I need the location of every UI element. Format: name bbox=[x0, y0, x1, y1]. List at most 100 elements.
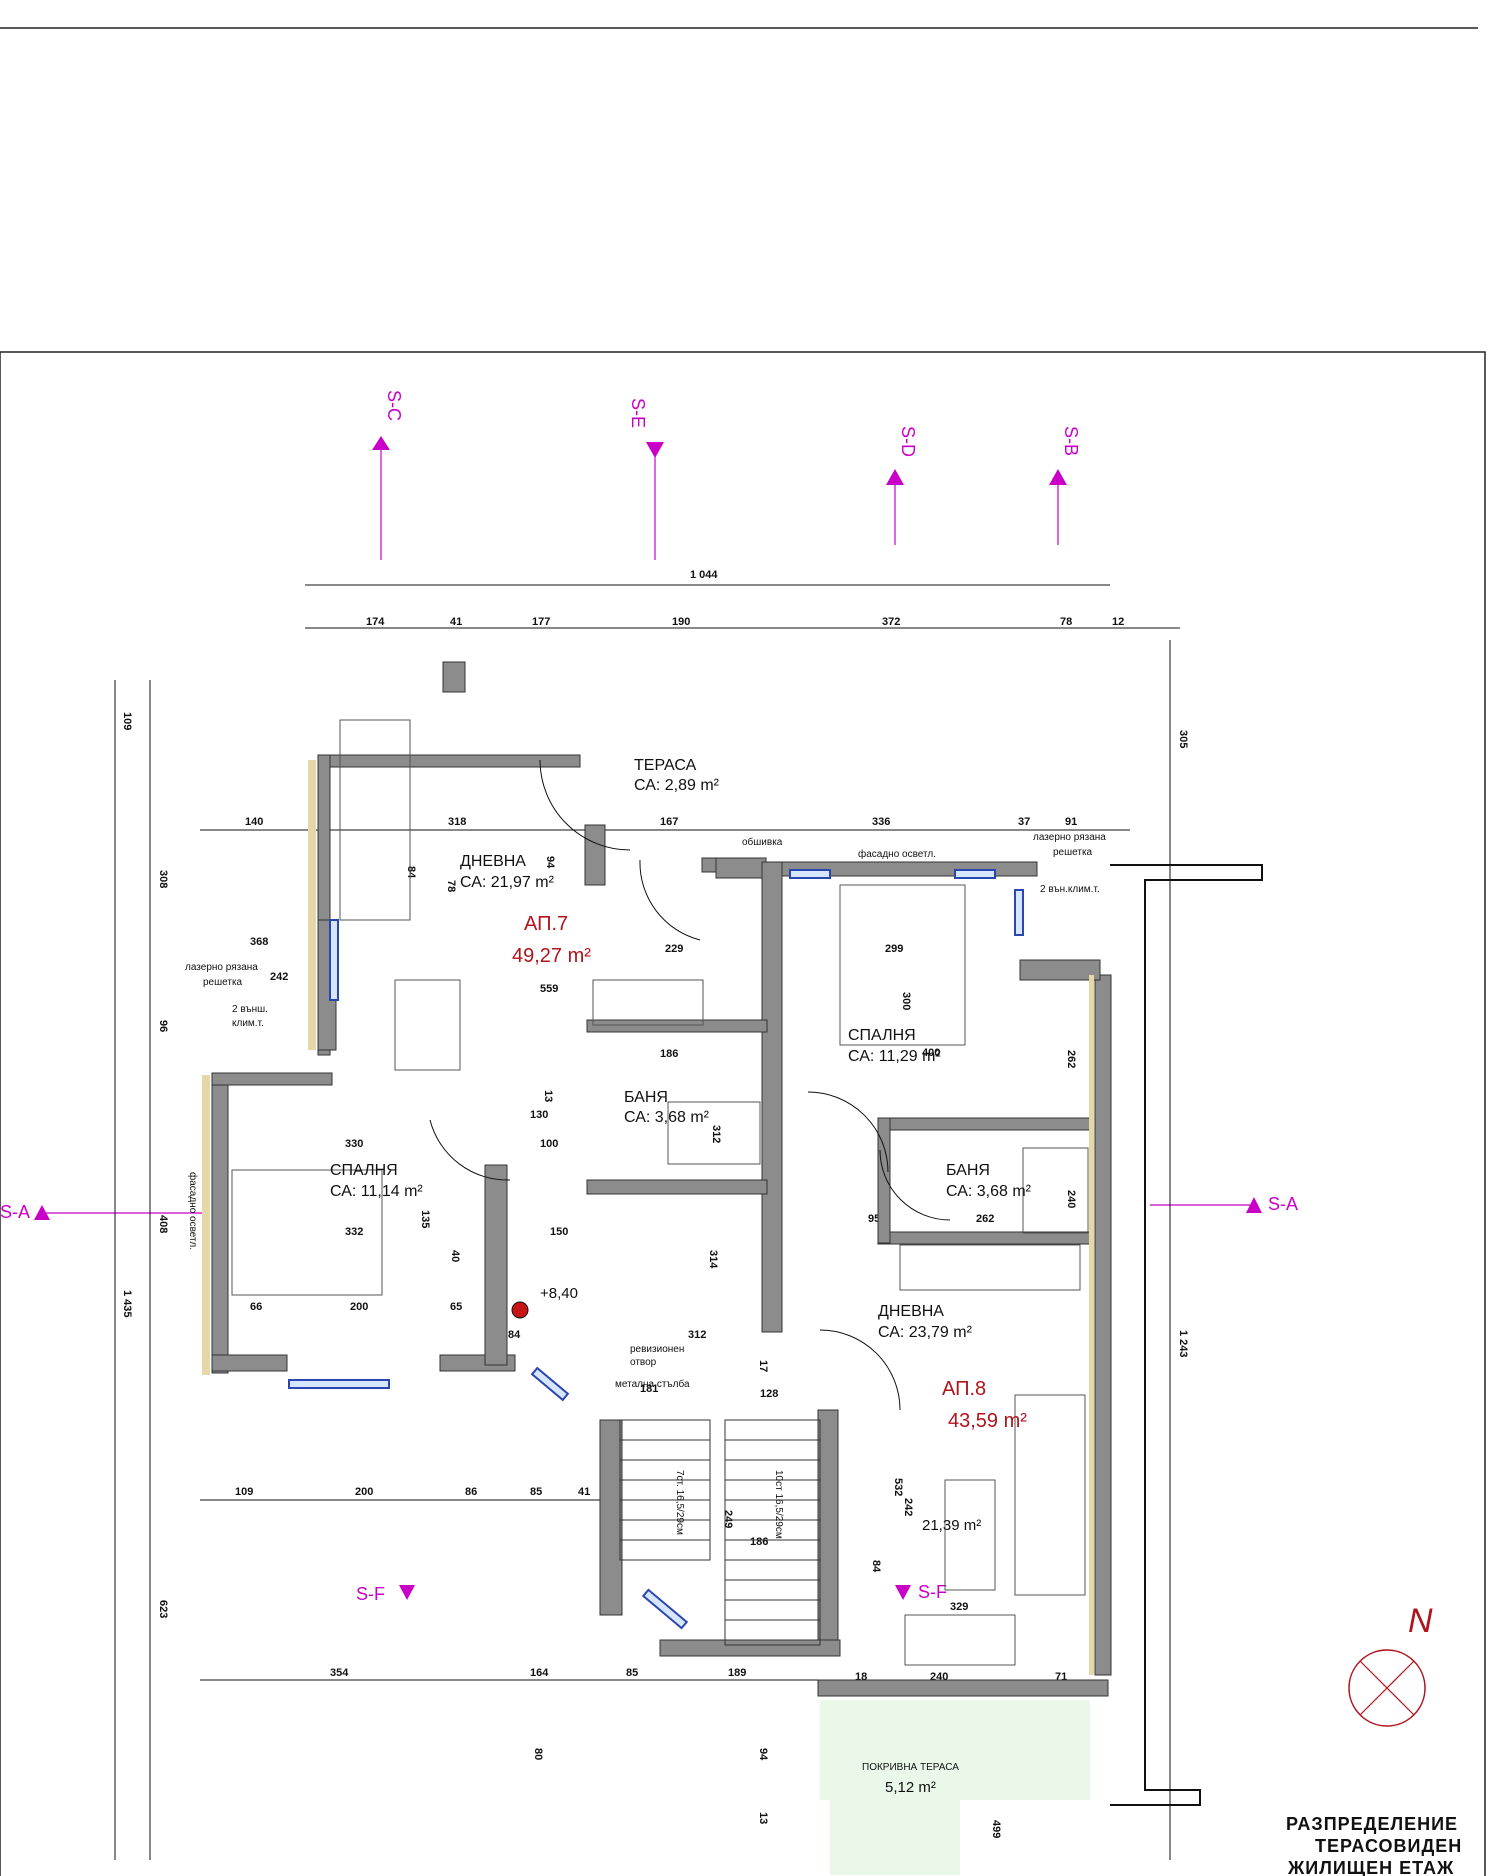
dim-misc: 312 bbox=[688, 1329, 706, 1341]
section-sc-label: S-C bbox=[384, 390, 404, 421]
dim-misc: 80 bbox=[532, 1748, 544, 1760]
terrace7-area: СА: 2,89 m² bbox=[634, 777, 720, 794]
dim-left-2: 308 bbox=[157, 870, 169, 888]
title-line-2: ТЕРАСОВИДЕН bbox=[1315, 1836, 1462, 1856]
dim-misc: 181 bbox=[640, 1383, 658, 1395]
roof-terrace-area: 5,12 m² bbox=[885, 1779, 936, 1796]
bed7-left-name: СПАЛНЯ bbox=[330, 1162, 398, 1179]
dim-misc: 100 bbox=[540, 1138, 558, 1150]
dim-mid-2: 200 bbox=[355, 1486, 373, 1498]
laser-left-2: решетка bbox=[203, 977, 243, 988]
dim-left-5: 623 bbox=[157, 1600, 169, 1618]
dining-right bbox=[904, 1614, 1016, 1666]
dim-misc: 314 bbox=[707, 1250, 719, 1269]
insulation bbox=[202, 760, 1094, 1675]
laser-right-2: решетка bbox=[1053, 847, 1093, 858]
dim-top-2: 41 bbox=[450, 616, 462, 628]
wall-right-outer bbox=[1094, 974, 1112, 1676]
laser-left-1: лазерно рязана bbox=[185, 962, 258, 973]
dim-misc: 65 bbox=[450, 1301, 462, 1313]
north-compass-icon bbox=[1348, 1649, 1426, 1727]
bed-top bbox=[839, 884, 966, 1046]
apt7-area: 49,27 m² bbox=[512, 945, 591, 967]
dim-misc: 240 bbox=[1065, 1190, 1077, 1208]
living7-area: СА: 21,97 m² bbox=[460, 874, 555, 891]
dim-misc: 262 bbox=[1065, 1050, 1077, 1068]
dim-misc: 66 bbox=[250, 1301, 262, 1313]
dim-mid-5: 41 bbox=[578, 1486, 590, 1498]
dim-misc: 84 bbox=[870, 1560, 882, 1573]
dim-misc: 94 bbox=[544, 856, 556, 869]
right-balcony-outline bbox=[1110, 864, 1263, 1806]
dim-misc: 135 bbox=[419, 1210, 431, 1228]
kitchen-left bbox=[592, 979, 704, 1026]
dim-right-1: 305 bbox=[1177, 730, 1189, 748]
dim-bottom-4: 189 bbox=[728, 1667, 746, 1679]
dim-left-3: 96 bbox=[157, 1020, 169, 1032]
dim-right-2: 1 243 bbox=[1177, 1330, 1189, 1358]
dim-misc: 332 bbox=[345, 1226, 363, 1238]
living8-area: СА: 23,79 m² bbox=[878, 1324, 973, 1341]
dim-row2-1: 140 bbox=[245, 816, 263, 828]
dim-misc: 128 bbox=[760, 1388, 778, 1400]
dim-left-total: 1 435 bbox=[121, 1290, 133, 1318]
sheet-title: РАЗПРЕДЕЛЕНИЕ ТЕРАСОВИДЕН ЖИЛИЩЕН ЕТАЖ bbox=[1286, 1814, 1462, 1876]
tub-8 bbox=[1022, 1147, 1089, 1234]
laser-right-1: лазерно рязана bbox=[1033, 832, 1106, 843]
level-mark: +8,40 bbox=[540, 1285, 578, 1302]
dim-misc: 78 bbox=[445, 880, 457, 892]
walls bbox=[211, 661, 1112, 1697]
dim-misc: 130 bbox=[530, 1109, 548, 1121]
room-labels: ДНЕВНА СА: 21,97 m² ТЕРАСА СА: 2,89 m² А… bbox=[330, 757, 1032, 1796]
dim-mid-3: 86 bbox=[465, 1486, 477, 1498]
wall-right-notch bbox=[1019, 959, 1101, 981]
wall-stair-left bbox=[599, 1419, 623, 1616]
dim-misc: 242 bbox=[902, 1498, 914, 1516]
dim-misc: 13 bbox=[542, 1090, 554, 1102]
wall-top-mid bbox=[715, 857, 767, 879]
dim-misc: 242 bbox=[270, 971, 288, 983]
dim-misc: 299 bbox=[885, 943, 903, 955]
dim-misc: 262 bbox=[976, 1213, 994, 1225]
north-arrow: N bbox=[1348, 1602, 1433, 1727]
wall-bath8-top bbox=[877, 1117, 1094, 1131]
dim-top-3: 177 bbox=[532, 616, 550, 628]
apt7-name: АП.7 bbox=[524, 913, 568, 935]
dim-misc: 186 bbox=[750, 1536, 768, 1548]
dim-row2-6: 37 bbox=[1018, 816, 1030, 828]
bed7-top-name: СПАЛНЯ bbox=[848, 1027, 916, 1044]
dim-row2-4: 167 bbox=[660, 816, 678, 828]
cladding-note: обшивка bbox=[742, 836, 783, 848]
wall-stair-right bbox=[817, 1409, 839, 1651]
dim-top-6: 78 bbox=[1060, 616, 1072, 628]
bath8-name: БАНЯ bbox=[946, 1162, 990, 1179]
bath7-area: СА: 3,68 m² bbox=[624, 1109, 710, 1126]
stair2-note: 10ст 16,5/29см bbox=[773, 1470, 784, 1539]
living7-name: ДНЕВНА bbox=[460, 853, 526, 870]
sheet-frame bbox=[0, 351, 1486, 1876]
section-se-label: S-E bbox=[628, 398, 648, 428]
wall-left-bed bbox=[211, 1072, 229, 1374]
bed7-top-area: СА: 11,29 m² bbox=[848, 1048, 941, 1065]
dim-mid-4: 85 bbox=[530, 1486, 542, 1498]
table-right bbox=[944, 1479, 996, 1591]
wall-bottom-right bbox=[817, 1679, 1109, 1697]
tub-7 bbox=[667, 1101, 761, 1165]
stair1-note: 7ст. 16,5/29см bbox=[674, 1470, 685, 1535]
wall-column-2 bbox=[584, 824, 606, 886]
dim-bottom-2: 164 bbox=[530, 1667, 549, 1679]
dim-row2-3: 318 bbox=[448, 816, 466, 828]
ac-right: 2 вън.клим.т. bbox=[1040, 884, 1100, 895]
dim-misc: 400 bbox=[922, 1047, 940, 1059]
dim-misc: 229 bbox=[665, 943, 683, 955]
furniture bbox=[231, 719, 1089, 1666]
dim-mid-1: 109 bbox=[235, 1486, 253, 1498]
dim-misc: 84 bbox=[508, 1329, 521, 1341]
notes: лазерно рязана решетка лазерно рязана ре… bbox=[185, 832, 1106, 1539]
dim-misc: 329 bbox=[950, 1601, 968, 1613]
kitchen-right bbox=[899, 1244, 1081, 1291]
north-label: N bbox=[1408, 1602, 1433, 1640]
wall-column bbox=[442, 661, 466, 693]
wall-core-vert bbox=[761, 861, 783, 1333]
title-line-1: РАЗПРЕДЕЛЕНИЕ bbox=[1286, 1814, 1458, 1834]
